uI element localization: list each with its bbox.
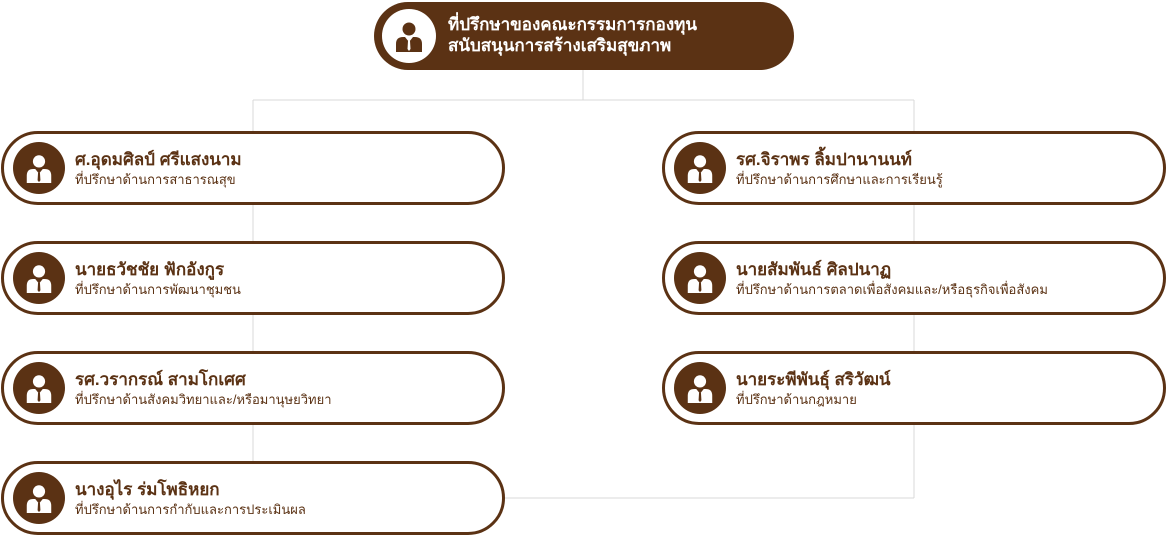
person-icon xyxy=(382,9,436,63)
advisor-name: รศ.วรากรณ์ สามโกเศศ xyxy=(75,369,246,389)
advisor-name: รศ.จิราพร ลิ้มปานานนท์ xyxy=(736,149,912,169)
advisor-role: ที่ปรึกษาด้านการพัฒนาชุมชน xyxy=(75,281,241,297)
advisor-role: ที่ปรึกษาด้านสังคมวิทยาและ/หรือมานุษยวิท… xyxy=(75,391,332,407)
advisor-role: ที่ปรึกษาด้านการสาธารณสุข xyxy=(75,171,236,187)
advisor-card: นายธวัชชัย ฟักอังกูร ที่ปรึกษาด้านการพัฒ… xyxy=(1,241,505,315)
header-title-line2: สนับสนุนการสร้างเสริมสุขภาพ xyxy=(448,36,672,56)
advisor-name: นายระพีพันธุ์ สริวัฒน์ xyxy=(736,369,891,389)
advisor-name: ศ.อุดมศิลป์ ศรีแสงนาม xyxy=(75,149,242,169)
person-icon xyxy=(13,252,65,304)
advisor-card: นายสัมพันธ์ ศิลปนาฏ ที่ปรึกษาด้านการตลาด… xyxy=(662,241,1166,315)
person-icon xyxy=(13,362,65,414)
advisor-name: นายธวัชชัย ฟักอังกูร xyxy=(75,259,225,279)
header-title-line1: ที่ปรึกษาของคณะกรรมการกองทุน xyxy=(448,15,697,35)
advisor-role: ที่ปรึกษาด้านการตลาดเพื่อสังคมและ/หรือธุ… xyxy=(736,281,1048,297)
advisor-card: ศ.อุดมศิลป์ ศรีแสงนาม ที่ปรึกษาด้านการสา… xyxy=(1,131,505,205)
advisor-card: นางอุไร ร่มโพธิหยก ที่ปรึกษาด้านการกำกับ… xyxy=(1,461,505,535)
org-chart-header: ที่ปรึกษาของคณะกรรมการกองทุน สนับสนุนการ… xyxy=(374,2,794,70)
advisor-card: รศ.จิราพร ลิ้มปานานนท์ ที่ปรึกษาด้านการศ… xyxy=(662,131,1166,205)
header-title: ที่ปรึกษาของคณะกรรมการกองทุน สนับสนุนการ… xyxy=(448,15,697,57)
advisor-name: นายสัมพันธ์ ศิลปนาฏ xyxy=(736,259,892,279)
person-icon xyxy=(674,142,726,194)
advisor-name: นางอุไร ร่มโพธิหยก xyxy=(75,479,220,499)
person-icon xyxy=(13,472,65,524)
advisor-card: นายระพีพันธุ์ สริวัฒน์ ที่ปรึกษาด้านกฎหม… xyxy=(662,351,1166,425)
advisor-card: รศ.วรากรณ์ สามโกเศศ ที่ปรึกษาด้านสังคมวิ… xyxy=(1,351,505,425)
person-icon xyxy=(13,142,65,194)
advisor-role: ที่ปรึกษาด้านการศึกษาและการเรียนรู้ xyxy=(736,171,943,187)
person-icon xyxy=(674,362,726,414)
advisor-role: ที่ปรึกษาด้านการกำกับและการประเมินผล xyxy=(75,501,306,517)
advisor-role: ที่ปรึกษาด้านกฎหมาย xyxy=(736,391,857,407)
person-icon xyxy=(674,252,726,304)
